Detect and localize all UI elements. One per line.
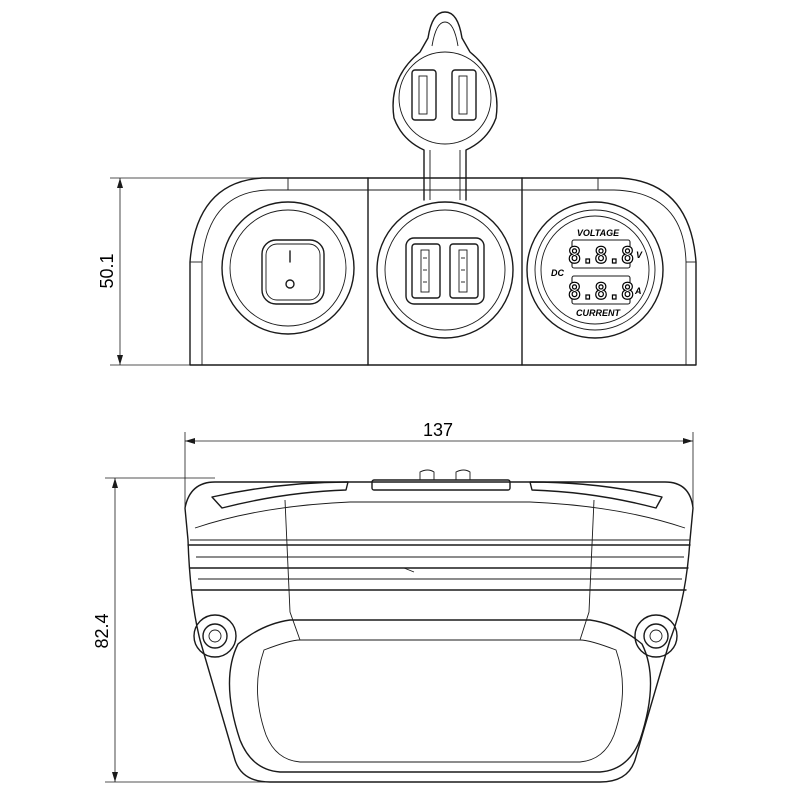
rocker-switch-icon: [261, 239, 325, 305]
current-display: [571, 275, 631, 305]
width-dimension: 137: [184, 420, 694, 508]
usb-socket: [376, 201, 514, 339]
current-digits: 8.8.8: [568, 280, 634, 305]
width-value: 137: [423, 420, 453, 440]
digital-meter: VOLTAGE 8.8.8 V DC 8.8.8 A CURRENT: [526, 201, 664, 339]
voltage-display: [571, 239, 631, 269]
rocker-switch: [221, 201, 355, 335]
mounting-screw-icon: [193, 614, 237, 658]
dc-label: DC: [551, 268, 564, 278]
usb-cap: [392, 11, 498, 201]
usb-port-icon: [449, 243, 479, 299]
top-view: 137 82.4: [92, 420, 694, 783]
voltage-unit: V: [636, 250, 643, 260]
voltage-digits: 8.8.8: [568, 244, 634, 269]
front-view: VOLTAGE 8.8.8 V DC 8.8.8 A CURRENT 50.1: [97, 11, 697, 366]
usb-port-icon: [411, 243, 441, 299]
usb-port-icon: [411, 69, 437, 121]
height-dimension: 50.1: [97, 177, 262, 366]
usb-port-icon: [451, 69, 477, 121]
current-unit: A: [634, 286, 642, 296]
mounting-screw-icon: [634, 614, 678, 658]
voltage-label: VOLTAGE: [577, 228, 620, 238]
current-label: CURRENT: [576, 308, 622, 318]
depth-dimension: 82.4: [92, 477, 270, 783]
depth-value: 82.4: [92, 613, 112, 648]
switch-off-mark: [285, 279, 295, 289]
height-value: 50.1: [97, 253, 117, 288]
